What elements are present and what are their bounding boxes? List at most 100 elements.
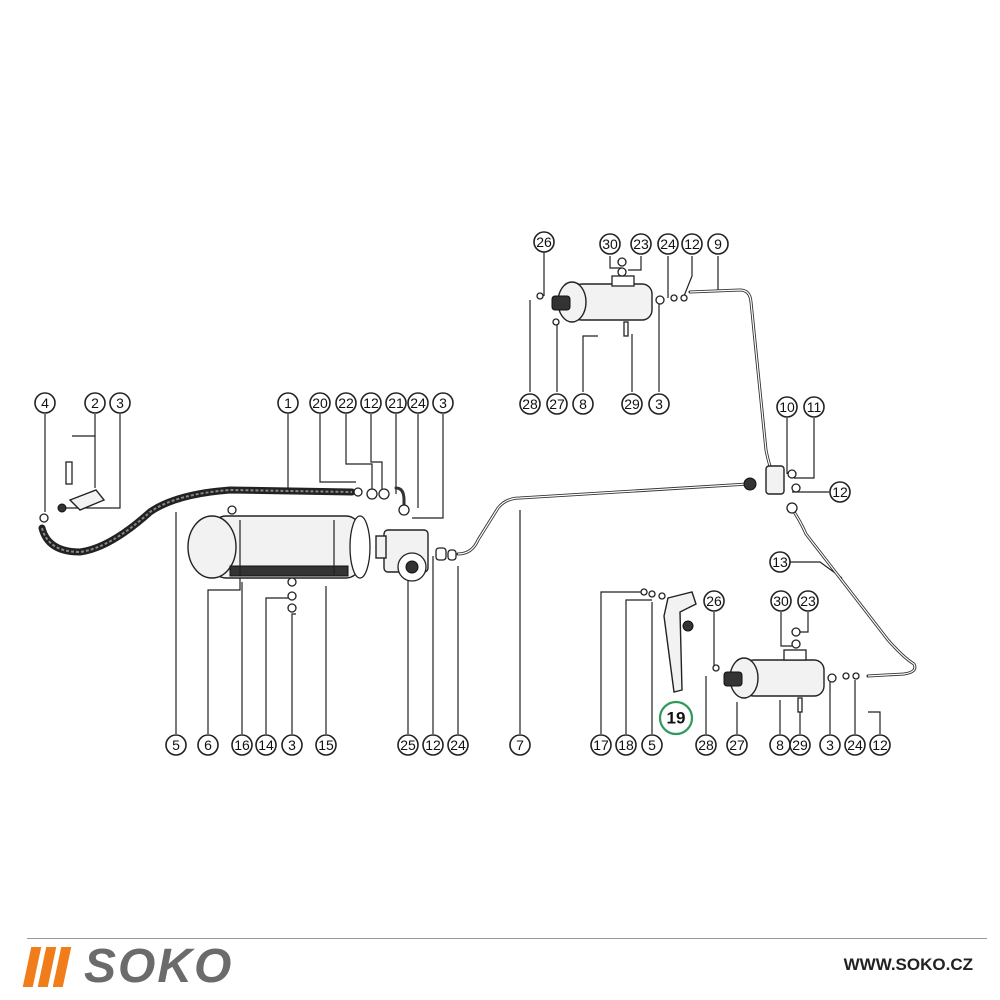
svg-text:21: 21 [388,395,404,411]
callout-12-lower: 12 [869,734,891,756]
callout-26-lower: 26 [703,590,725,612]
callout-29-upper: 29 [621,393,643,415]
svg-text:22: 22 [338,395,354,411]
svg-text:5: 5 [648,737,656,753]
callout-11: 11 [803,396,825,418]
callout-10: 10 [776,396,798,418]
pipe-lines [456,288,917,678]
svg-text:15: 15 [318,737,334,753]
callout-28-upper: 28 [519,393,541,415]
svg-text:28: 28 [698,737,714,753]
callout-12-junction: 12 [829,481,851,503]
leader-lines [44,252,881,734]
callout-1: 1 [277,392,299,414]
svg-text:12: 12 [872,737,888,753]
callout-27-upper: 27 [546,393,568,415]
svg-text:3: 3 [655,396,663,412]
callout-7: 7 [509,734,531,756]
svg-text:12: 12 [425,737,441,753]
svg-text:25: 25 [400,737,416,753]
callout-26-upper: 26 [533,231,555,253]
svg-text:13: 13 [772,554,788,570]
callout-3-valve: 3 [432,392,454,414]
callout-14: 14 [255,734,277,756]
svg-text:23: 23 [633,236,649,252]
callout-13: 13 [769,551,791,573]
svg-text:19: 19 [667,709,686,728]
callout-5-bracket: 5 [641,734,663,756]
lower-starter [712,627,860,713]
fuel-hose [38,486,356,556]
svg-text:11: 11 [807,399,822,415]
callout-8-lower: 8 [769,734,791,756]
svg-text:1: 1 [284,395,292,411]
svg-text:8: 8 [579,396,587,412]
svg-text:12: 12 [684,236,700,252]
svg-text:3: 3 [288,737,296,753]
svg-text:6: 6 [204,737,212,753]
soko-logo: SOKO [22,940,234,993]
svg-text:3: 3 [116,395,124,411]
fuel-tank [187,515,371,579]
svg-text:4: 4 [41,395,49,411]
callout-3-tank: 3 [281,734,303,756]
callout-15: 15 [315,734,337,756]
logo-wordmark: SOKO [84,940,234,993]
callout-6: 6 [197,734,219,756]
callout-24-lower: 24 [844,734,866,756]
svg-text:27: 27 [549,396,565,412]
svg-text:10: 10 [779,399,795,415]
upper-starter [536,257,688,337]
svg-text:26: 26 [706,593,722,609]
svg-text:23: 23 [800,593,816,609]
callout-29-lower: 29 [789,734,811,756]
callout-21: 21 [385,392,407,414]
svg-text:17: 17 [593,737,609,753]
website-url[interactable]: WWW.SOKO.CZ [843,955,973,974]
callout-23-lower: 23 [797,590,819,612]
callout-24-upper: 24 [657,233,679,255]
callout-24-left: 24 [407,392,429,414]
callout-18: 18 [615,734,637,756]
callout-27-lower: 27 [726,734,748,756]
callout-5-left: 5 [165,734,187,756]
svg-text:26: 26 [536,234,552,250]
svg-text:16: 16 [234,737,250,753]
callout-12-left: 12 [360,392,382,414]
callout-24-valve: 24 [447,734,469,756]
callout-12-valve: 12 [422,734,444,756]
svg-text:12: 12 [832,484,848,500]
svg-text:12: 12 [363,395,379,411]
svg-text:9: 9 [714,236,722,252]
callout-19-highlighted[interactable]: 19 [658,700,694,736]
svg-text:3: 3 [439,395,447,411]
callout-3-left: 3 [109,392,131,414]
svg-text:7: 7 [516,737,524,753]
callout-8-upper: 8 [572,393,594,415]
callout-17: 17 [590,734,612,756]
svg-text:18: 18 [618,737,634,753]
svg-text:29: 29 [792,737,808,753]
svg-text:30: 30 [602,236,618,252]
svg-text:30: 30 [773,593,789,609]
callout-16: 16 [231,734,253,756]
svg-text:24: 24 [410,395,426,411]
callout-3-lower: 3 [819,734,841,756]
callouts: 26 30 23 24 12 9 28 27 8 29 3 4 2 3 1 20… [34,231,891,756]
callout-28-lower: 28 [695,734,717,756]
svg-text:8: 8 [776,737,784,753]
svg-text:24: 24 [450,737,466,753]
svg-text:20: 20 [312,395,328,411]
logo-stripe [52,947,72,987]
callout-22: 22 [335,392,357,414]
svg-text:5: 5 [172,737,180,753]
callout-3-upper: 3 [648,393,670,415]
svg-text:28: 28 [522,396,538,412]
callout-30-lower: 30 [770,590,792,612]
valve-block [375,529,457,582]
svg-text:29: 29 [624,396,640,412]
callout-23-upper: 23 [630,233,652,255]
callout-2: 2 [84,392,106,414]
svg-text:24: 24 [847,737,863,753]
